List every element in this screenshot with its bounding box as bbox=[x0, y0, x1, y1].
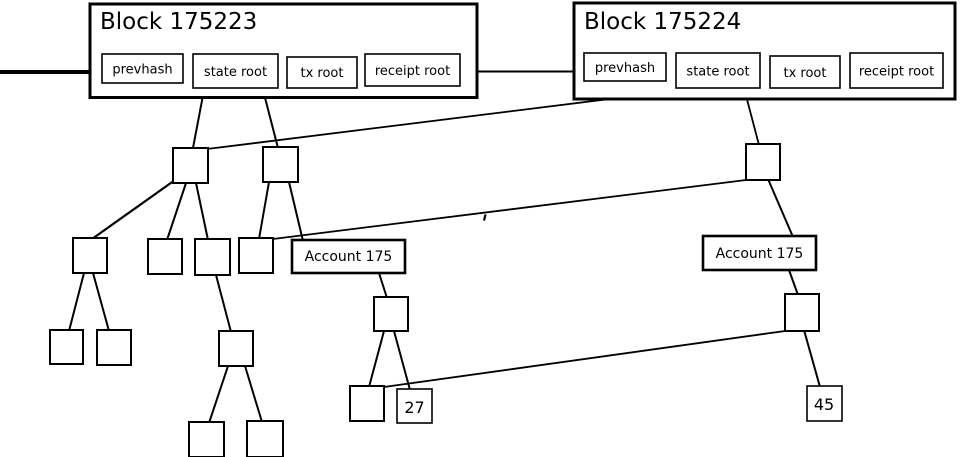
tree-leafA2 bbox=[96, 329, 132, 366]
edge-accnode-right-to-shared-leaf bbox=[383, 330, 786, 388]
value-45-label: 45 bbox=[814, 395, 834, 414]
value-27-label: 27 bbox=[404, 398, 424, 417]
account-subnode-left bbox=[373, 296, 409, 332]
block2-stateroot-box bbox=[675, 52, 761, 89]
account-175-box-right bbox=[701, 234, 818, 272]
edge-newroot-to-nodeD-shared bbox=[272, 179, 747, 240]
block2-receiptroot-box bbox=[849, 52, 944, 89]
edge-nodeA-to-leaf1 bbox=[68, 272, 85, 332]
block2-txroot-box bbox=[769, 55, 841, 89]
tree-leafA1 bbox=[49, 329, 84, 365]
block1-prevhash-box bbox=[101, 53, 184, 84]
tree-nodeD bbox=[238, 237, 274, 274]
block1-stateroot-box bbox=[192, 53, 279, 89]
block2-txroot-label: tx root bbox=[784, 66, 827, 81]
edge-node1-to-nodeB bbox=[166, 182, 187, 241]
block1-receiptroot-box bbox=[364, 53, 461, 87]
account-175-label-right: Account 175 bbox=[716, 246, 804, 262]
tree-nodeE bbox=[218, 330, 254, 367]
tree-leafE1 bbox=[188, 421, 225, 457]
account-subnode-right bbox=[784, 293, 820, 332]
shared-leaf-node bbox=[349, 385, 385, 422]
edge-account-left-to-accnode bbox=[378, 272, 388, 299]
edge-accnode-left-to-value27 bbox=[393, 330, 411, 391]
edge-stateroot1-to-node2 bbox=[262, 89, 279, 149]
edge-accnode-right-to-value45 bbox=[803, 329, 821, 388]
edge-nodeE-to-leaf1 bbox=[208, 365, 229, 424]
edge-account-right-to-accnode bbox=[788, 269, 799, 296]
edge-node2-to-account-left bbox=[288, 181, 304, 242]
block2-receiptroot-label: receipt root bbox=[859, 65, 934, 80]
state-tree-block1: Account 175 27 bbox=[49, 146, 433, 457]
tree-nodeC bbox=[194, 238, 231, 276]
stray-tick-mark bbox=[482, 214, 487, 221]
block2-prevhash-box bbox=[583, 52, 667, 82]
edge-node2-to-nodeD bbox=[258, 181, 270, 240]
tree-nodeA bbox=[72, 237, 108, 274]
block1-txroot-label: tx root bbox=[301, 66, 344, 81]
block1-receiptroot-label: receipt root bbox=[375, 64, 450, 79]
edge-node1-to-nodeC bbox=[195, 182, 209, 241]
block-175224: Block 175224 prevhash state root tx root… bbox=[572, 1, 957, 101]
edge-nodeA-to-leaf2 bbox=[92, 272, 110, 332]
edge-newroot-to-account-right bbox=[767, 178, 794, 238]
block1-txroot-box bbox=[286, 56, 358, 89]
edges bbox=[0, 70, 821, 424]
block2-stateroot-label: state root bbox=[686, 65, 749, 80]
tree-newroot bbox=[745, 143, 781, 181]
account-175-box-left bbox=[290, 238, 407, 275]
tree-node1 bbox=[172, 147, 209, 184]
block1-prevhash-label: prevhash bbox=[112, 63, 172, 78]
value-27-box bbox=[396, 388, 433, 424]
block-175223: Block 175223 prevhash state root tx root… bbox=[88, 2, 479, 99]
block2-prevhash-label: prevhash bbox=[595, 61, 655, 76]
edge-nodeC-to-nodeE bbox=[215, 274, 232, 333]
block1-stateroot-label: state root bbox=[204, 65, 267, 80]
block-175224-title: Block 175224 bbox=[584, 9, 741, 35]
edge-node1-to-nodeA bbox=[91, 179, 176, 240]
tree-nodeB bbox=[147, 238, 183, 275]
tree-node2 bbox=[262, 146, 299, 183]
account-175-label-left: Account 175 bbox=[305, 249, 393, 265]
edge-accnode-left-to-shared-leaf bbox=[368, 330, 385, 388]
state-tree-block2: Account 175 45 bbox=[701, 143, 843, 422]
tree-leafE2 bbox=[246, 420, 284, 457]
block-175223-title: Block 175223 bbox=[100, 9, 257, 35]
value-45-box bbox=[806, 385, 843, 422]
edge-nodeE-to-leaf2 bbox=[244, 365, 263, 423]
edge-stateroot1-to-node1 bbox=[192, 89, 205, 149]
